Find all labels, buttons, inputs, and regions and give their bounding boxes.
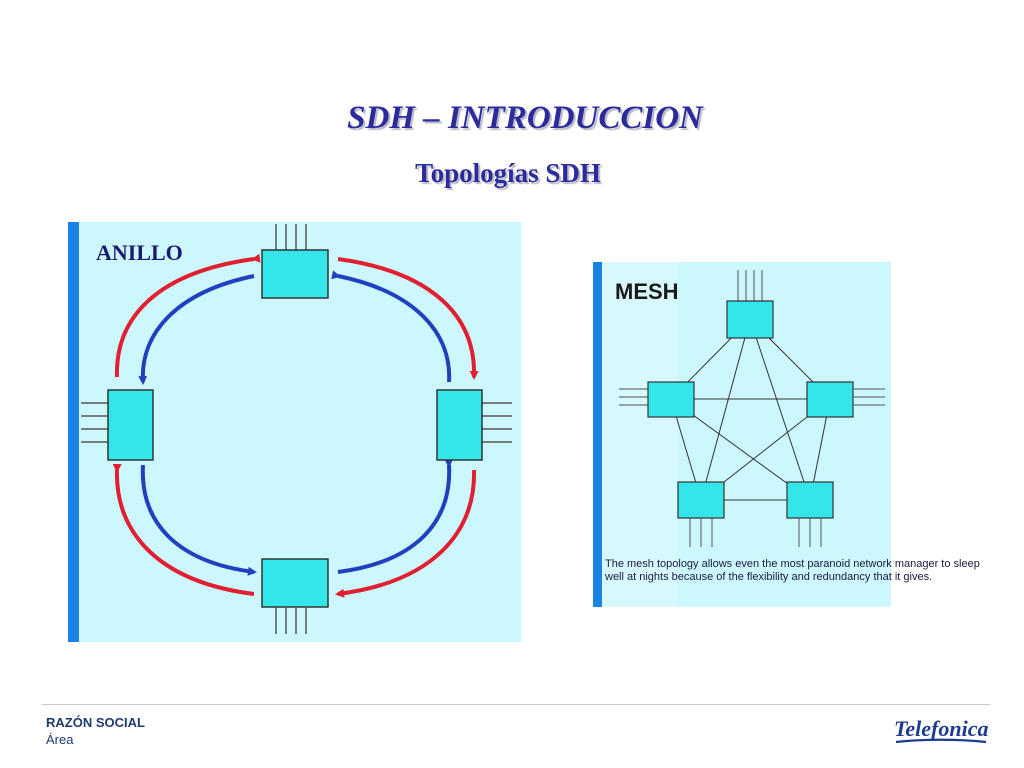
mesh-node-bottom-left bbox=[677, 481, 725, 547]
ring-diagram: ANILLO bbox=[68, 222, 521, 642]
ring-blue-arrow-bottom-left bbox=[140, 464, 257, 576]
ring-blue-arrow-top-right bbox=[331, 270, 452, 383]
ring-blue-arrow-top-left bbox=[138, 274, 255, 385]
mesh-label: MESH bbox=[615, 279, 679, 304]
mesh-node-right bbox=[806, 381, 885, 418]
mesh-node-bottom-right bbox=[786, 481, 834, 547]
mesh-left-band-light bbox=[602, 262, 677, 607]
ring-red-arrow-top-left bbox=[114, 253, 261, 378]
ring-red-arrow-bottom-right bbox=[335, 469, 477, 598]
ring-node-left bbox=[81, 389, 154, 461]
ring-left-band bbox=[68, 222, 79, 642]
slide-title: SDH – INTRODUCCION bbox=[347, 100, 703, 136]
telefonica-logo: Telefonica bbox=[894, 716, 988, 744]
ring-blue-arrow-bottom-right bbox=[337, 458, 454, 574]
company-name: RAZÓN SOCIAL bbox=[46, 715, 145, 730]
ring-node-right bbox=[436, 389, 512, 461]
mesh-diagram: MESH bbox=[593, 262, 891, 607]
ring-node-top bbox=[261, 224, 329, 299]
mesh-left-band bbox=[593, 262, 602, 607]
mesh-node-left bbox=[619, 381, 695, 418]
area-label: Área bbox=[46, 732, 74, 747]
slide-subtitle: Topologías SDH bbox=[415, 158, 601, 188]
ring-red-arrow-bottom-left bbox=[112, 463, 255, 596]
footer-divider bbox=[42, 704, 990, 705]
ring-red-arrow-top-right bbox=[337, 257, 479, 380]
mesh-caption: The mesh topology allows even the most p… bbox=[605, 558, 980, 583]
ring-label: ANILLO bbox=[96, 240, 183, 265]
svg-text:Telefonica: Telefonica bbox=[894, 716, 988, 741]
mesh-node-top bbox=[726, 270, 774, 339]
ring-node-bottom bbox=[261, 558, 329, 634]
